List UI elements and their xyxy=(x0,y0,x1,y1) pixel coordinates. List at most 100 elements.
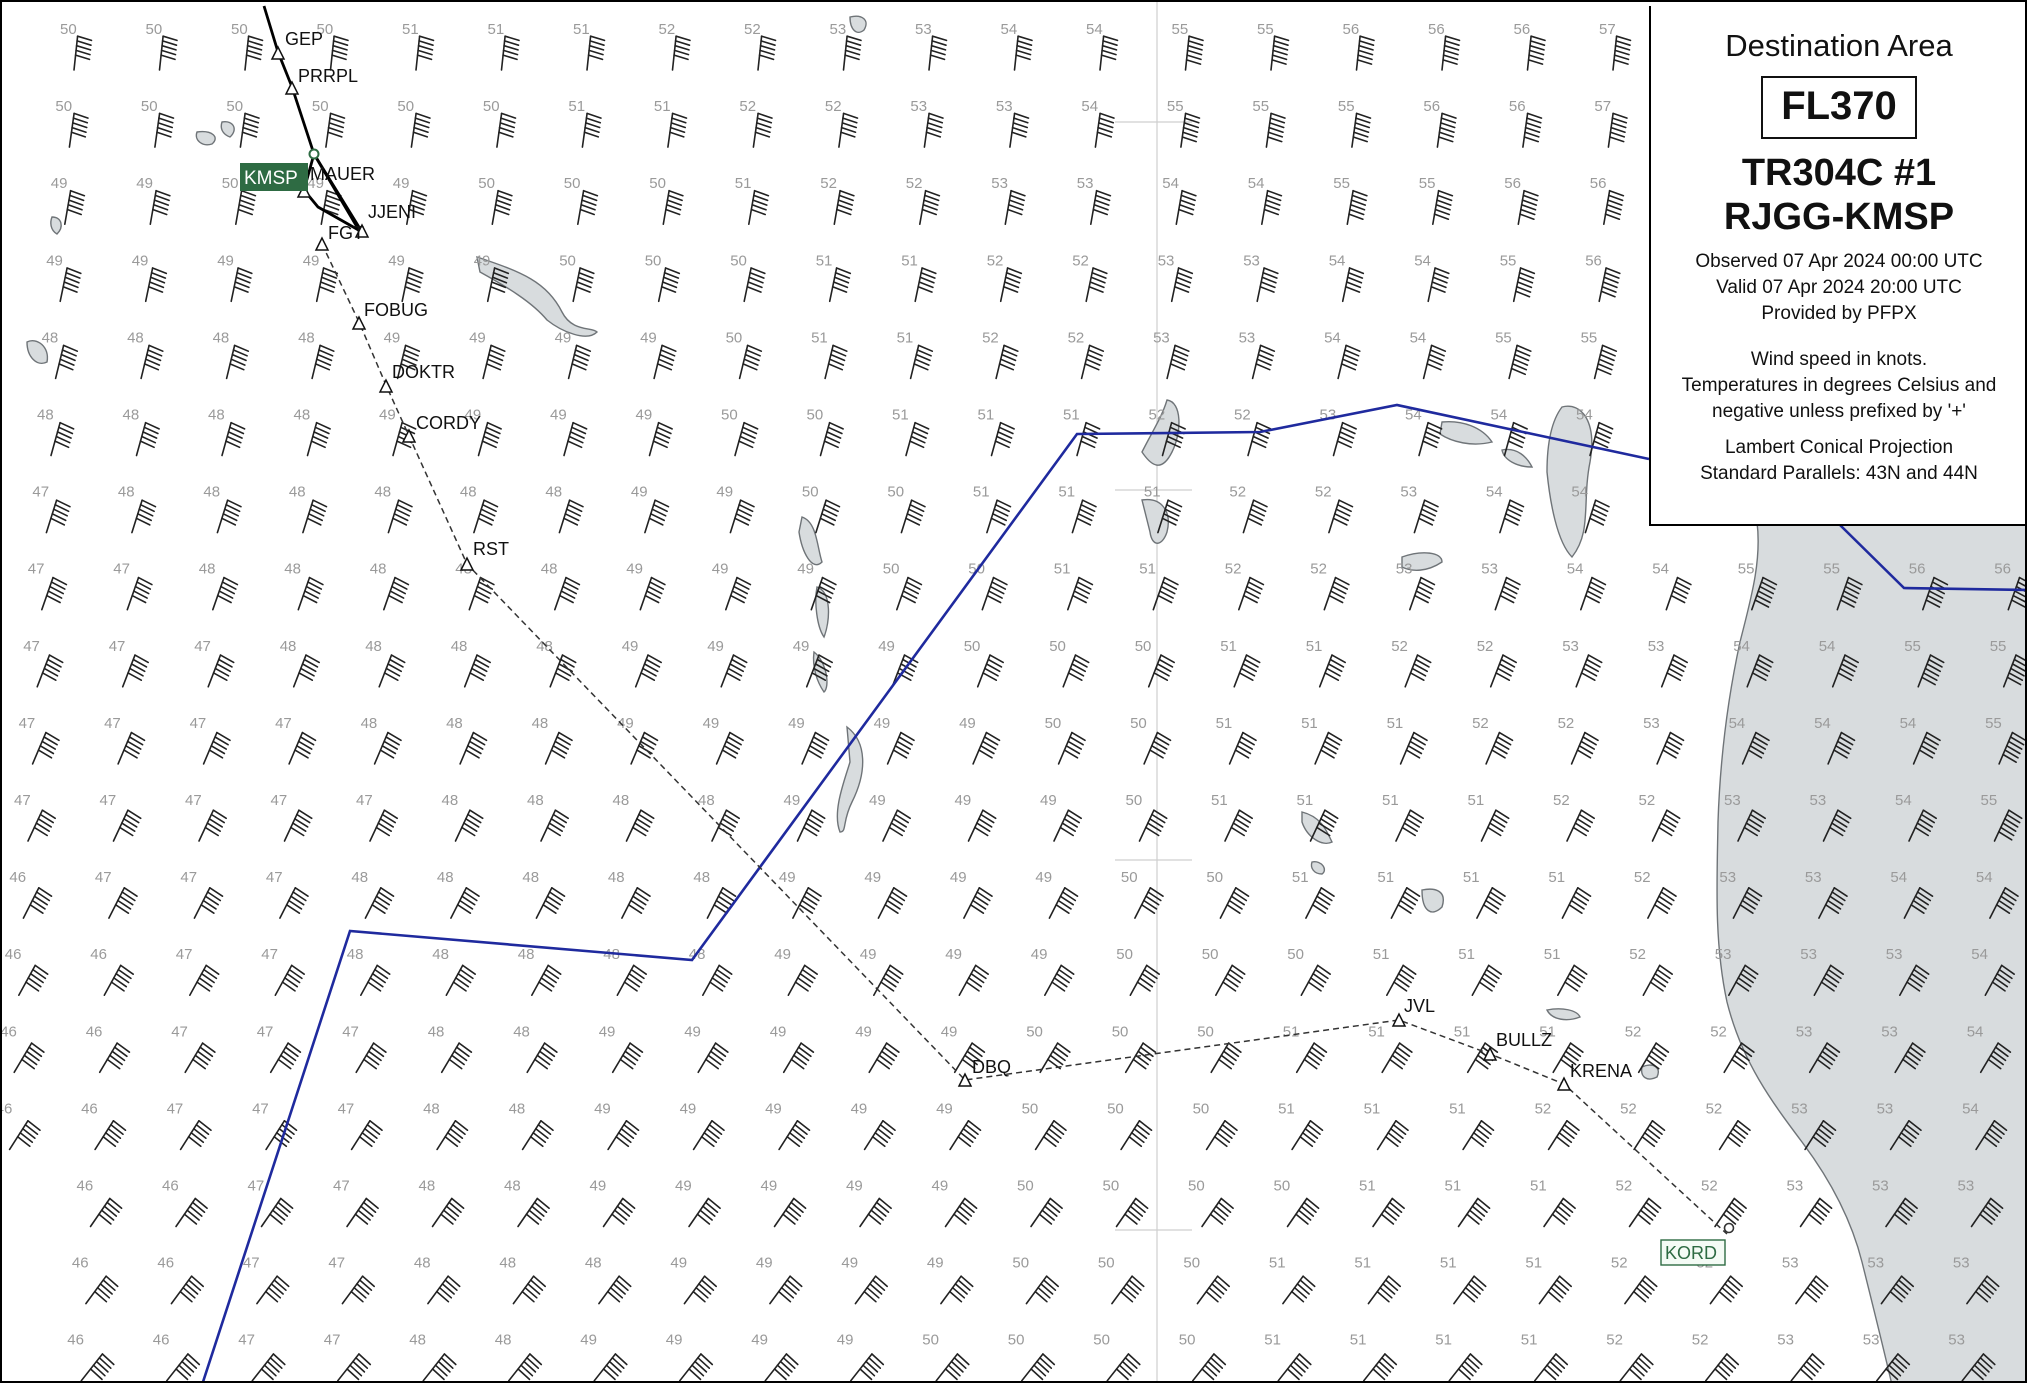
wind-barb xyxy=(854,1275,889,1305)
wind-speed-label: 50 xyxy=(1193,1100,1210,1117)
wind-barb xyxy=(1566,809,1595,842)
waypoint-marker-prrpl[interactable] xyxy=(284,80,300,95)
wind-barb xyxy=(1219,886,1250,919)
origin-airport-box[interactable] xyxy=(240,163,308,191)
wind-barb xyxy=(1547,1120,1580,1151)
wind-barb xyxy=(1603,189,1625,225)
waypoint-marker-gep[interactable] xyxy=(270,45,286,60)
wind-speed-label: 57 xyxy=(1599,21,1616,38)
waypoint-label-krena: KRENA xyxy=(1570,1061,1632,1081)
wind-barb xyxy=(1085,267,1108,303)
wind-speed-label: 51 xyxy=(1354,1255,1371,1272)
wind-speed-label: 55 xyxy=(1500,252,1517,269)
waypoint-label-bullz: BULLZ xyxy=(1496,1030,1552,1050)
wind-barb xyxy=(1876,1353,1911,1381)
destination-airport-marker[interactable] xyxy=(1723,1222,1735,1234)
wind-barb xyxy=(431,1197,465,1228)
wind-speed-label: 50 xyxy=(146,21,163,38)
wind-barb xyxy=(1538,1275,1572,1305)
wind-barb xyxy=(1808,1042,1841,1074)
wind-speed-label: 49 xyxy=(636,407,653,424)
wind-speed-label: 54 xyxy=(1576,407,1593,424)
waypoint-label-jjeni: JJENI xyxy=(368,202,416,222)
waypoint-marker-krena[interactable] xyxy=(1556,1076,1572,1091)
wind-speed-label: 50 xyxy=(1093,1332,1110,1349)
wind-barb xyxy=(1628,1197,1662,1228)
wind-speed-label: 50 xyxy=(1206,869,1223,886)
waypoint-marker-jjeni[interactable] xyxy=(354,223,370,238)
wind-barb xyxy=(849,1353,885,1381)
wind-speed-label: 51 xyxy=(1220,638,1237,655)
wind-speed-label: 47 xyxy=(167,1100,184,1117)
wind-barb xyxy=(963,886,993,919)
wind-barb xyxy=(872,964,904,997)
wind-barb xyxy=(1205,1120,1238,1151)
wind-speed-label: 54 xyxy=(1567,561,1584,578)
wind-barb xyxy=(928,35,948,71)
wind-barb xyxy=(1251,344,1276,380)
units-note-line1: Wind speed in knots. xyxy=(1750,349,1928,370)
wind-speed-label: 49 xyxy=(784,792,801,809)
waypoint-marker-dbq[interactable] xyxy=(957,1072,973,1087)
wind-barb xyxy=(1057,731,1086,765)
wind-speed-label: 49 xyxy=(590,1178,607,1195)
origin-airport-marker[interactable] xyxy=(308,148,320,160)
wind-barb xyxy=(734,421,759,457)
waypoint-label-prrpl: PRRPL xyxy=(298,66,358,86)
wind-speed-label: 49 xyxy=(770,1023,787,1040)
wind-speed-label: 48 xyxy=(432,946,449,963)
wind-speed-label: 56 xyxy=(1590,175,1607,192)
wind-barb xyxy=(1143,731,1172,765)
wind-barb xyxy=(1071,499,1097,534)
wind-speed-label: 54 xyxy=(1971,946,1988,963)
wind-barb xyxy=(1799,1197,1833,1228)
wind-speed-label: 53 xyxy=(996,98,1013,115)
wind-speed-label: 51 xyxy=(897,329,914,346)
wind-speed-label: 51 xyxy=(1377,869,1394,886)
wind-speed-label: 49 xyxy=(580,1332,597,1349)
wind-speed-label: 49 xyxy=(675,1178,692,1195)
waypoint-marker-jvl[interactable] xyxy=(1391,1012,1407,1027)
wind-speed-label: 47 xyxy=(190,715,207,732)
wind-speed-label: 50 xyxy=(312,98,329,115)
wind-speed-label: 46 xyxy=(157,1255,174,1272)
wind-speed-label: 49 xyxy=(469,329,486,346)
wind-speed-label: 49 xyxy=(716,484,733,501)
wind-barb xyxy=(1355,35,1375,71)
wind-barb xyxy=(1341,267,1365,303)
wind-barb xyxy=(530,964,562,997)
wind-speed-label: 47 xyxy=(356,792,373,809)
wind-speed-label: 49 xyxy=(955,792,972,809)
wind-barb xyxy=(1067,576,1094,611)
wind-barb xyxy=(990,421,1015,457)
alternate-airport-box[interactable] xyxy=(1660,1239,1726,1266)
wind-barb xyxy=(657,267,681,303)
wind-speed-label: 53 xyxy=(1239,329,1256,346)
waypoint-marker-cordy[interactable] xyxy=(401,428,417,443)
wind-speed-label: 55 xyxy=(1172,21,1189,38)
waypoint-marker-fgt[interactable] xyxy=(314,236,330,251)
wind-barb xyxy=(1201,1197,1234,1228)
waypoint-marker-fobug[interactable] xyxy=(351,315,367,330)
wind-speed-label: 48 xyxy=(460,484,477,501)
wind-speed-label: 53 xyxy=(1800,946,1817,963)
wind-speed-label: 47 xyxy=(19,715,36,732)
wind-speed-label: 55 xyxy=(1338,98,1355,115)
lake xyxy=(220,121,235,138)
wind-speed-label: 48 xyxy=(504,1178,521,1195)
waypoint-marker-bullz[interactable] xyxy=(1482,1046,1498,1061)
wind-barb xyxy=(85,1275,119,1305)
wind-speed-label: 49 xyxy=(864,869,881,886)
wind-speed-label: 48 xyxy=(361,715,378,732)
lake xyxy=(50,216,62,235)
wind-speed-label: 55 xyxy=(1252,98,1269,115)
waypoint-marker-rst[interactable] xyxy=(459,556,475,571)
wind-speed-label: 55 xyxy=(1419,175,1436,192)
waypoint-marker-doktr[interactable] xyxy=(378,378,394,393)
wind-speed-label: 53 xyxy=(1791,1100,1808,1117)
wind-barb xyxy=(184,1042,216,1074)
wind-barb xyxy=(1813,964,1844,997)
wind-barb xyxy=(440,1042,473,1074)
